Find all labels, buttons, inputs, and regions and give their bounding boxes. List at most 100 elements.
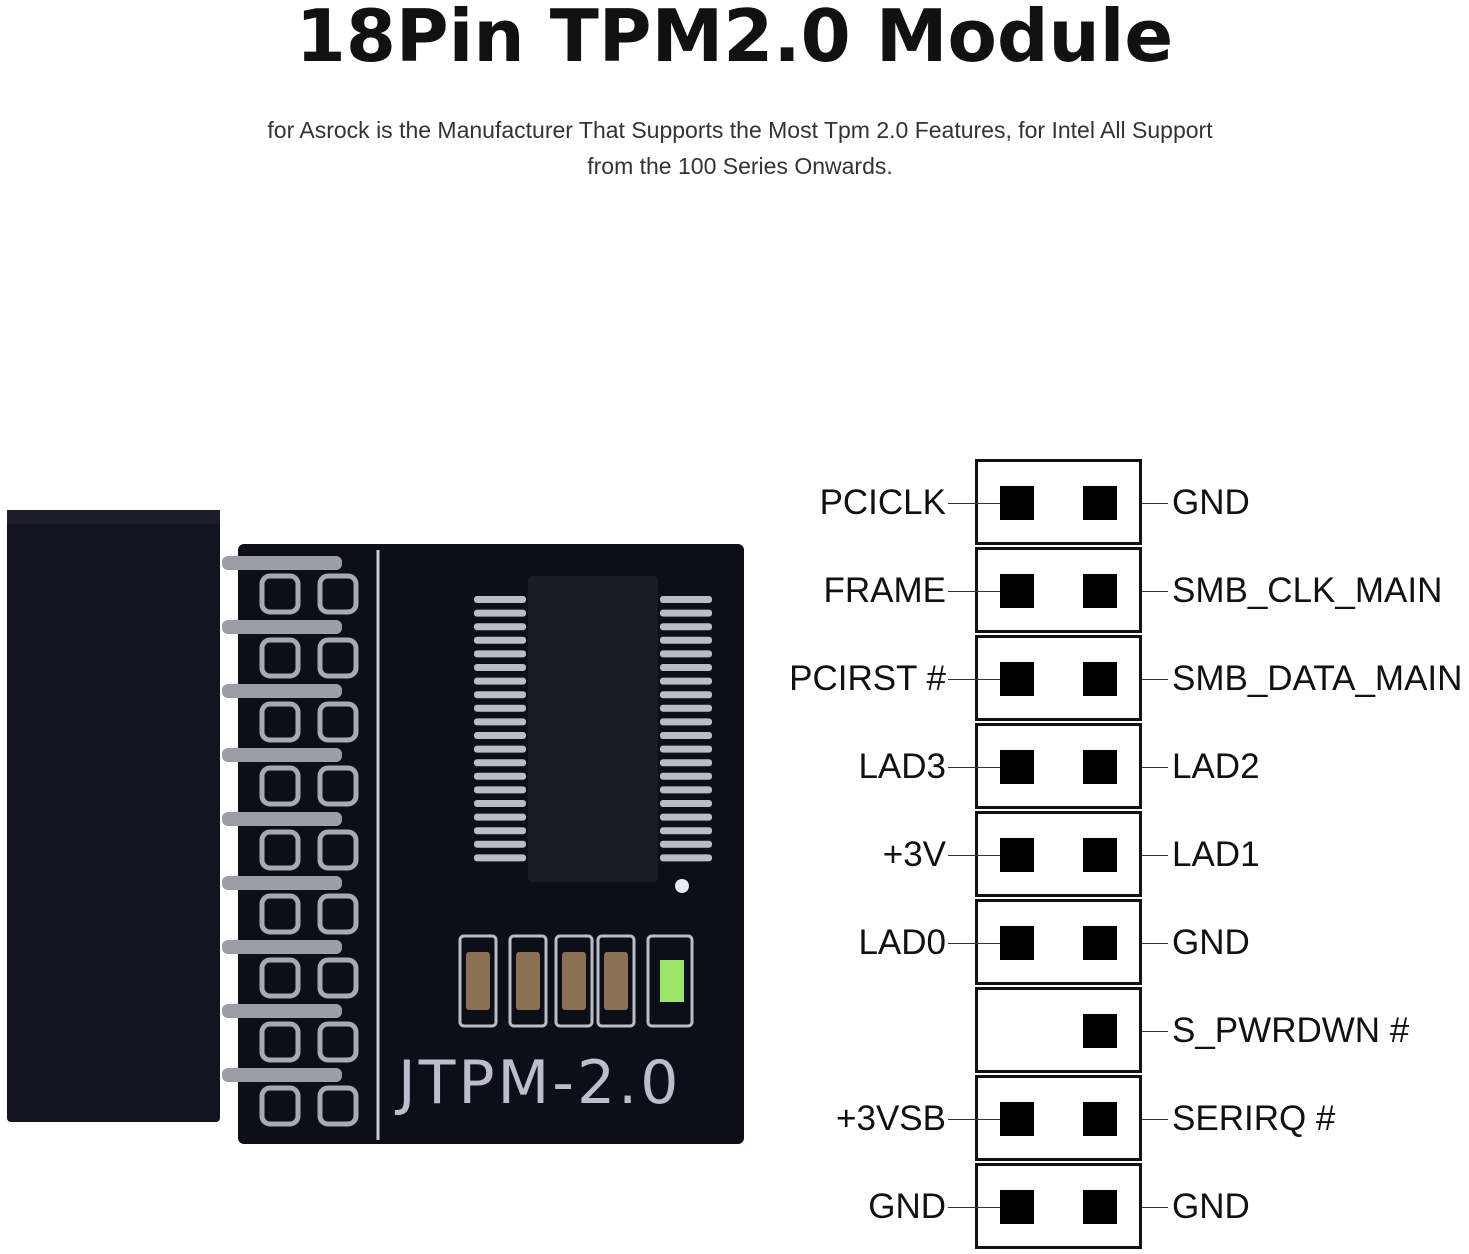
chip-leg bbox=[660, 596, 712, 603]
solder-pad bbox=[317, 829, 359, 871]
pin-label-right: GND bbox=[1172, 1187, 1250, 1226]
chip-leg bbox=[660, 772, 712, 780]
chip-leg bbox=[474, 786, 526, 794]
chip-leg bbox=[474, 732, 526, 739]
header-pin bbox=[222, 940, 342, 954]
pin-row bbox=[975, 1075, 1142, 1161]
pin-row bbox=[975, 635, 1142, 721]
chip-leg bbox=[474, 827, 526, 835]
solder-pad bbox=[317, 1021, 359, 1063]
pin-label-left: +3VSB bbox=[836, 1099, 946, 1138]
pin-leader-line-right bbox=[1142, 503, 1168, 504]
chip-leg bbox=[474, 840, 526, 848]
pin-square-right bbox=[1083, 1102, 1117, 1136]
chip-leg bbox=[660, 840, 712, 848]
pin-leader-line-left bbox=[948, 591, 1000, 592]
pin-square-left bbox=[1000, 838, 1034, 872]
header-pin bbox=[222, 1068, 342, 1082]
pin-square-right bbox=[1083, 1190, 1117, 1224]
pin-leader-line-right bbox=[1142, 1119, 1168, 1120]
pin-leader-line-left bbox=[948, 943, 1000, 944]
pin-row bbox=[975, 987, 1142, 1073]
smd-footprint bbox=[596, 934, 636, 1028]
chip-leg bbox=[474, 677, 526, 685]
chip-leg bbox=[660, 759, 712, 767]
pin-leader-line-right bbox=[1142, 767, 1168, 768]
pin-row bbox=[975, 459, 1142, 545]
pin-square-right bbox=[1083, 662, 1117, 696]
pin-label-right: GND bbox=[1172, 483, 1250, 522]
pin-row bbox=[975, 1163, 1142, 1249]
chip-leg bbox=[474, 704, 526, 712]
chip-leg bbox=[474, 718, 526, 726]
pin-label-right: S_PWRDWN # bbox=[1172, 1011, 1410, 1050]
chip-leg bbox=[660, 800, 712, 807]
pin-square-left bbox=[1000, 926, 1034, 960]
header-pin bbox=[222, 620, 342, 634]
chip-leg bbox=[660, 786, 712, 794]
pin-label-left: GND bbox=[868, 1187, 946, 1226]
pin-label-right: GND bbox=[1172, 923, 1250, 962]
chip-leg bbox=[660, 623, 712, 631]
pin-row bbox=[975, 547, 1142, 633]
chip-leg bbox=[660, 813, 712, 821]
pin-leader-line-right bbox=[1142, 855, 1168, 856]
solder-pad bbox=[317, 701, 359, 743]
pin-label-right: LAD1 bbox=[1172, 835, 1260, 874]
chip-leg bbox=[474, 800, 526, 807]
solder-pad bbox=[259, 701, 301, 743]
pin-square-right bbox=[1083, 926, 1117, 960]
solder-pad bbox=[317, 573, 359, 615]
pin-square-right bbox=[1083, 838, 1117, 872]
pin-leader-line-left bbox=[948, 503, 1000, 504]
smd-footprint bbox=[508, 934, 548, 1028]
pin-header-housing bbox=[7, 510, 220, 1122]
solder-pad bbox=[259, 765, 301, 807]
pin-leader-line-left bbox=[948, 767, 1000, 768]
pin-leader-line-left bbox=[948, 855, 1000, 856]
chip-leg bbox=[474, 623, 526, 631]
chip-leg bbox=[474, 609, 526, 617]
led-footprint bbox=[646, 934, 694, 1028]
chip-leg bbox=[474, 854, 526, 862]
solder-pad bbox=[317, 637, 359, 679]
solder-pad bbox=[259, 957, 301, 999]
board-silkscreen-label: JTPM-2.0 bbox=[398, 1048, 682, 1118]
pin-leader-line-right bbox=[1142, 679, 1168, 680]
header-pin bbox=[222, 1004, 342, 1018]
chip-leg bbox=[474, 813, 526, 821]
chip-leg bbox=[474, 596, 526, 603]
pin-square-left bbox=[1000, 1190, 1034, 1224]
solder-pad bbox=[259, 573, 301, 615]
smd-footprint bbox=[554, 934, 594, 1028]
header-pin bbox=[222, 812, 342, 826]
pin-label-left: PCICLK bbox=[819, 483, 946, 522]
chip-leg bbox=[660, 691, 712, 699]
page-subtitle: for Asrock is the Manufacturer That Supp… bbox=[267, 117, 1213, 179]
smd-footprint bbox=[458, 934, 498, 1028]
pin-square-left bbox=[1000, 574, 1034, 608]
pin-square-left bbox=[1000, 750, 1034, 784]
solder-pad bbox=[259, 829, 301, 871]
pin-label-right: SMB_DATA_MAIN bbox=[1172, 659, 1463, 698]
pin-square-left bbox=[1000, 486, 1034, 520]
pin-label-left: LAD0 bbox=[858, 923, 946, 962]
solder-pad bbox=[317, 1085, 359, 1127]
chip-leg bbox=[660, 609, 712, 617]
tpm-chip bbox=[528, 576, 658, 882]
chip-leg bbox=[660, 718, 712, 726]
pin-leader-line-right bbox=[1142, 1207, 1168, 1208]
chip-leg bbox=[660, 704, 712, 712]
header-pin bbox=[222, 748, 342, 762]
chip-leg bbox=[660, 636, 712, 644]
pin-square-left bbox=[1000, 662, 1034, 696]
pin-square-right bbox=[1083, 1014, 1117, 1048]
pin-square-right bbox=[1083, 574, 1117, 608]
pin-leader-line-left bbox=[948, 1207, 1000, 1208]
pin-label-left: LAD3 bbox=[858, 747, 946, 786]
chip-leg bbox=[660, 745, 712, 753]
pin-leader-line-left bbox=[948, 679, 1000, 680]
solder-pad bbox=[259, 1021, 301, 1063]
status-led bbox=[660, 960, 684, 1002]
